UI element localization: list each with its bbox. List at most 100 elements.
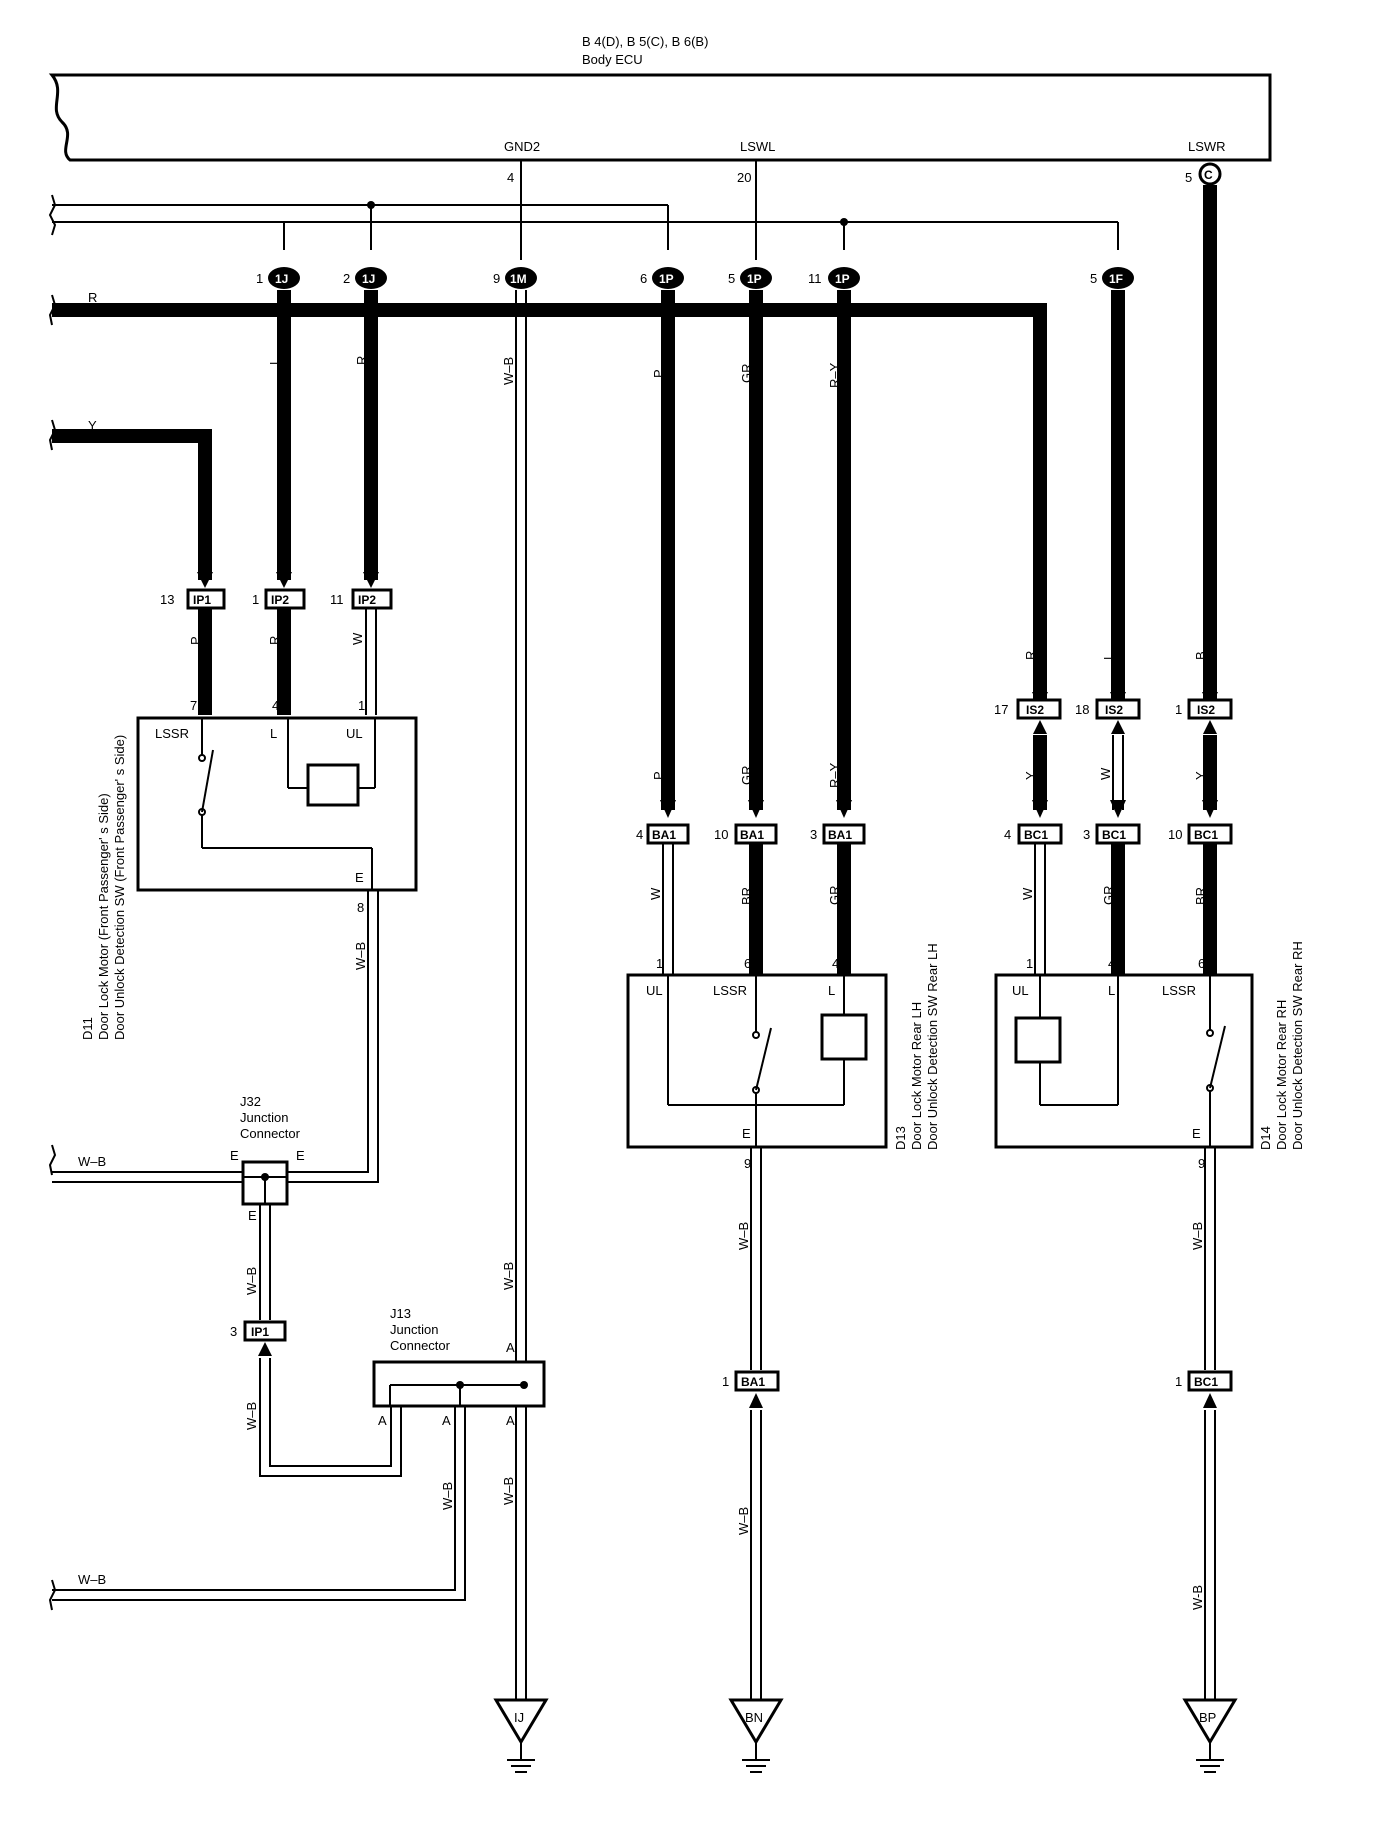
- svg-text:E: E: [355, 870, 364, 885]
- connector-ip1-3-group: IP1 3 W–B: [230, 1320, 402, 1477]
- svg-text:1M: 1M: [510, 272, 527, 286]
- ecu-connectors-label: B 4(D), B 5(C), B 6(B): [582, 34, 708, 49]
- svg-text:1: 1: [1175, 1374, 1182, 1389]
- connector-1f-5: [1102, 267, 1134, 289]
- svg-text:1: 1: [1026, 956, 1033, 971]
- svg-text:R–Y: R–Y: [827, 362, 842, 388]
- svg-text:9: 9: [744, 1156, 751, 1171]
- svg-text:IS2: IS2: [1026, 703, 1044, 717]
- svg-text:BN: BN: [745, 1710, 763, 1725]
- svg-text:UL: UL: [1012, 983, 1029, 998]
- svg-text:9: 9: [493, 271, 500, 286]
- svg-text:6: 6: [1198, 956, 1205, 971]
- svg-text:1: 1: [656, 956, 663, 971]
- svg-text:4: 4: [832, 956, 839, 971]
- svg-text:3: 3: [1083, 827, 1090, 842]
- connector-is2-1: [1187, 698, 1233, 720]
- svg-text:Y: Y: [1023, 771, 1038, 780]
- connector-1m-9: [505, 267, 537, 289]
- svg-text:P: P: [188, 636, 203, 645]
- svg-text:R: R: [267, 636, 282, 645]
- svg-text:Door Unlock Detection SW (Fron: Door Unlock Detection SW (Front Passenge…: [112, 735, 127, 1040]
- svg-text:1: 1: [358, 698, 365, 713]
- svg-text:5: 5: [1090, 271, 1097, 286]
- svg-text:6: 6: [640, 271, 647, 286]
- svg-text:BA1: BA1: [828, 828, 852, 842]
- svg-text:E: E: [742, 1126, 751, 1141]
- body-ecu: B 4(D), B 5(C), B 6(B) Body ECU GND2 LSW…: [48, 34, 1272, 186]
- svg-text:Connector: Connector: [390, 1338, 451, 1353]
- svg-text:9: 9: [1198, 1156, 1205, 1171]
- ground-bp: BP: [1182, 1698, 1238, 1773]
- ground-bn: BN: [728, 1698, 784, 1773]
- svg-text:BC1: BC1: [1102, 828, 1126, 842]
- svg-text:D11: D11: [80, 1017, 95, 1040]
- svg-text:W: W: [648, 887, 663, 900]
- svg-text:W–B: W–B: [78, 1572, 106, 1587]
- vertical-wires: L R W–B P GR R–Y: [267, 185, 1217, 1700]
- connector-is2-17: [1016, 698, 1062, 720]
- svg-text:BA1: BA1: [652, 828, 676, 842]
- svg-text:3: 3: [230, 1324, 237, 1339]
- connector-1p-5: [740, 267, 772, 289]
- svg-text:BR: BR: [1193, 887, 1208, 905]
- svg-text:L: L: [1101, 653, 1116, 660]
- svg-text:LSSR: LSSR: [713, 983, 747, 998]
- svg-text:UL: UL: [346, 726, 363, 741]
- ecu-pin-lswl-num: 20: [737, 170, 751, 185]
- svg-text:10: 10: [1168, 827, 1182, 842]
- svg-text:IP2: IP2: [358, 593, 376, 607]
- junction-connectors-row: 1J 1 1J 2 1M 9 1P 6 1P 5 1P 11 1F 5: [256, 267, 1134, 289]
- svg-text:1P: 1P: [747, 272, 762, 286]
- d14-ground: W–B BC1 1 W-B: [1175, 1147, 1233, 1700]
- connector-1p-6: [652, 267, 684, 289]
- svg-text:BA1: BA1: [740, 828, 764, 842]
- svg-text:W–B: W–B: [501, 357, 516, 385]
- svg-text:L: L: [267, 358, 282, 365]
- ecu-pin-lswr-conn: [1198, 162, 1222, 186]
- svg-text:17: 17: [994, 702, 1008, 717]
- svg-text:4: 4: [272, 698, 279, 713]
- svg-text:11: 11: [330, 592, 344, 607]
- svg-text:B: B: [1193, 651, 1208, 660]
- d11-ground-wire: W–B: [287, 890, 379, 1183]
- connector-1j-1: [268, 267, 300, 289]
- svg-text:J13: J13: [390, 1306, 411, 1321]
- svg-text:IP1: IP1: [193, 593, 211, 607]
- svg-text:R–Y: R–Y: [827, 762, 842, 788]
- ground-ij: IJ: [493, 1698, 549, 1773]
- svg-text:GR: GR: [1101, 886, 1116, 906]
- svg-text:W–B: W–B: [353, 942, 368, 970]
- svg-text:Door Unlock Detection SW Rear: Door Unlock Detection SW Rear LH: [925, 943, 940, 1150]
- svg-text:1J: 1J: [362, 272, 375, 286]
- connector-bc1-1: [1187, 1370, 1233, 1392]
- connector-ip1-3: [243, 1320, 287, 1342]
- ip-connectors: IP1 13 IP2 1 IP2 11 P R W: [160, 572, 393, 715]
- svg-text:A: A: [442, 1413, 451, 1428]
- connector-ip2-11: [351, 588, 393, 610]
- svg-text:BC1: BC1: [1194, 828, 1218, 842]
- svg-text:W–B: W–B: [501, 1262, 516, 1290]
- svg-text:UL: UL: [646, 983, 663, 998]
- ecu-pin-gnd2-label: GND2: [504, 139, 540, 154]
- ecu-pin-lswr-label: LSWR: [1188, 139, 1226, 154]
- ecu-name-label: Body ECU: [582, 52, 643, 67]
- svg-text:BC1: BC1: [1194, 1375, 1218, 1389]
- junction-j32: W–B J32 Junction Connector E E E W–B: [48, 1094, 305, 1320]
- svg-text:E: E: [230, 1148, 239, 1163]
- svg-text:W-B: W-B: [1190, 1585, 1205, 1610]
- component-d11: 7 4 1 LSSR L UL E 8 D11 Door Lock Motor …: [80, 698, 418, 1040]
- svg-text:1P: 1P: [835, 272, 850, 286]
- svg-text:18: 18: [1075, 702, 1089, 717]
- y-line: Y: [48, 418, 212, 580]
- svg-text:1: 1: [256, 271, 263, 286]
- svg-text:L: L: [828, 983, 835, 998]
- svg-text:W–B: W–B: [440, 1482, 455, 1510]
- svg-text:W–B: W–B: [1190, 1222, 1205, 1250]
- svg-text:L: L: [270, 726, 277, 741]
- svg-text:4: 4: [1004, 827, 1011, 842]
- svg-text:IS2: IS2: [1197, 703, 1215, 717]
- svg-text:8: 8: [357, 900, 364, 915]
- svg-text:Door Lock Motor (Front Passeng: Door Lock Motor (Front Passenger' s Side…: [96, 793, 111, 1040]
- ecu-pin-lswr-conn-label: C: [1204, 168, 1213, 182]
